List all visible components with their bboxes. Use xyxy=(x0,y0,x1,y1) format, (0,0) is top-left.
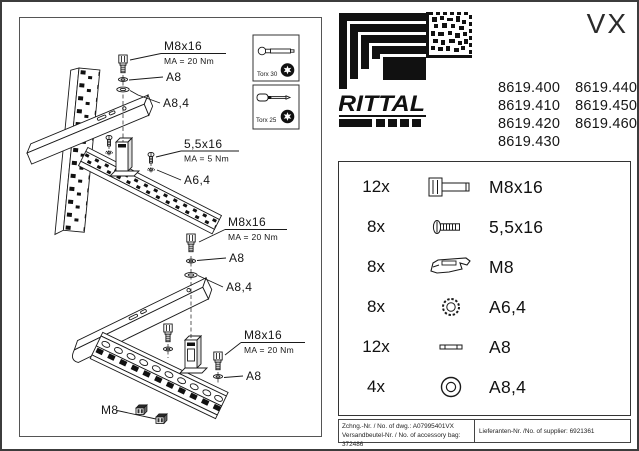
parts-table-row: 8x M8 xyxy=(339,247,630,287)
rittal-wordmark: RITTAL xyxy=(339,91,425,116)
ratchet-wrench-icon xyxy=(257,46,295,56)
lower-punched-rail xyxy=(89,331,229,420)
callout-a8-lower-right: A8 xyxy=(246,369,261,383)
model-number: 8619.420 xyxy=(498,116,561,132)
accessory-bag-label: Versandbeutel-Nr. / No. of accessory bag… xyxy=(342,432,461,439)
part-label: 5,5x16 xyxy=(489,216,544,237)
model-number: 8619.440 xyxy=(575,80,638,96)
callout-torque-55: MA = 5 Nm xyxy=(184,154,229,164)
model-numbers: 8619.400 8619.410 8619.420 8619.430 8619… xyxy=(498,79,637,151)
callout-a8-upper: A8 xyxy=(166,70,181,84)
model-number: 8619.410 xyxy=(498,98,561,114)
supplier-number-value: 6921361 xyxy=(569,427,595,435)
accessory-bag-value: 372486 xyxy=(342,441,364,448)
screwdriver-icon xyxy=(256,93,292,102)
parts-table-row: 4x A8,4 xyxy=(339,367,630,407)
upper-beam xyxy=(26,93,154,165)
part-label: A8 xyxy=(489,336,512,357)
socket-head-screw-icon xyxy=(413,175,489,199)
tool-label-torx30: Torx 30 xyxy=(257,71,278,78)
model-number: 8619.450 xyxy=(575,98,638,114)
drawing-number-label: Zchng.-Nr. / No. of dwg.: xyxy=(342,423,412,430)
callout-screw-lower-top: M8x16 xyxy=(228,215,266,229)
clip-nut-icon xyxy=(135,404,148,415)
part-label: A8,4 xyxy=(489,376,527,397)
footer-drawing-cell: Zchng.-Nr. / No. of dwg.: A07995401VX Ve… xyxy=(339,420,475,448)
upper-connector-block xyxy=(108,136,141,177)
callout-55x16: 5,5x16 xyxy=(184,137,222,151)
tool-label-torx25: Torx 25 xyxy=(256,117,277,124)
tool-box-torx25: Torx 25 xyxy=(252,84,300,130)
rittal-logo-bars xyxy=(339,119,421,127)
parts-table-row: 12x A8 xyxy=(339,327,630,367)
product-series-title: VX xyxy=(586,8,628,39)
callout-a64: A6,4 xyxy=(184,173,210,187)
rittal-logo-mark xyxy=(339,13,426,89)
footer-supplier-cell: Lieferanten-Nr. /No. of supplier: 692136… xyxy=(475,420,630,442)
qr-code-icon xyxy=(426,12,472,58)
part-qty: 8x xyxy=(367,217,385,236)
vertical-frame-rail xyxy=(54,67,101,236)
model-numbers-column-2: 8619.440 8619.450 8619.460 xyxy=(575,79,637,151)
drawing-number-line: Zchng.-Nr. / No. of dwg.: A07995401VX xyxy=(342,422,471,431)
tool-box-torx30: Torx 30 xyxy=(252,34,300,82)
part-qty: 4x xyxy=(367,377,385,396)
callout-screw-upper: M8x16 xyxy=(164,39,202,53)
footer: Zchng.-Nr. / No. of dwg.: A07995401VX Ve… xyxy=(338,419,631,448)
serrated-washer-icon xyxy=(413,295,489,319)
assembly-diagram: M8x16 MA = 20 Nm A8 A8,4 5,5x16 MA = 5 N… xyxy=(26,34,305,424)
parts-table: 12x M8x16 8x xyxy=(338,161,631,416)
model-numbers-column-1: 8619.400 8619.410 8619.420 8619.430 xyxy=(498,79,560,151)
spring-washer-icon xyxy=(413,335,489,359)
part-label: A6,4 xyxy=(489,296,527,317)
part-qty: 12x xyxy=(362,177,390,196)
callout-torque-upper: MA = 20 Nm xyxy=(164,56,214,66)
pan-head-screw-icon xyxy=(413,215,489,239)
callout-a8-lower-top: A8 xyxy=(229,251,244,265)
part-label: M8 xyxy=(489,256,514,277)
rittal-logo: RITTAL xyxy=(338,13,426,127)
model-number: 8619.400 xyxy=(498,80,561,96)
callout-a84-lower: A8,4 xyxy=(226,280,252,294)
clip-nut-icon xyxy=(155,413,168,424)
part-qty: 12x xyxy=(362,337,390,356)
callout-screw-lower-right: M8x16 xyxy=(244,328,282,342)
parts-table-row: 12x M8x16 xyxy=(339,167,630,207)
callout-a84-upper: A8,4 xyxy=(163,96,189,110)
part-qty: 8x xyxy=(367,297,385,316)
model-number: 8619.430 xyxy=(498,134,561,150)
clip-nut-icon xyxy=(413,254,489,280)
model-number: 8619.460 xyxy=(575,116,638,132)
callout-m8-clip: M8 xyxy=(101,403,118,417)
callout-torque-lower-right: MA = 20 Nm xyxy=(244,345,294,355)
parts-table-row: 8x A6,4 xyxy=(339,287,630,327)
drawing-number-value: A07995401VX xyxy=(412,423,454,430)
flat-washer-icon xyxy=(413,374,489,400)
part-qty: 8x xyxy=(367,257,385,276)
assembly-diagram-panel: M8x16 MA = 20 Nm A8 A8,4 5,5x16 MA = 5 N… xyxy=(19,17,322,437)
callout-torque-lower-top: MA = 20 Nm xyxy=(228,232,278,242)
part-label: M8x16 xyxy=(489,176,544,197)
lower-connector-block xyxy=(178,334,209,374)
supplier-number-label: Lieferanten-Nr. /No. of supplier: xyxy=(479,427,568,435)
parts-table-row: 8x 5,5x16 xyxy=(339,207,630,247)
accessory-bag-line: Versandbeutel-Nr. / No. of accessory bag… xyxy=(342,431,471,449)
